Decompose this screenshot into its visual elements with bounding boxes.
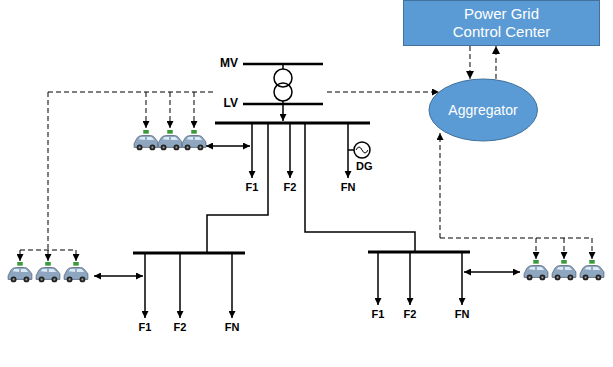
- feeder-label: FN: [455, 308, 470, 320]
- feeder-label: F1: [372, 308, 385, 320]
- node-text: Power Grid Control Center: [442, 5, 561, 41]
- feeder-label: F1: [139, 321, 152, 333]
- feeder-network: [94, 123, 520, 318]
- bus-label: MV: [220, 57, 238, 70]
- aggregator-ellipse: Aggregator: [428, 78, 538, 142]
- data-link-arrow: [495, 46, 496, 79]
- generator-label: DG: [356, 160, 373, 172]
- feeder-label: FN: [341, 181, 356, 193]
- feeder-label: F1: [246, 181, 259, 193]
- feeder-label: F2: [174, 321, 187, 333]
- ellipse-shape: [429, 79, 537, 141]
- control-center-box: Power Grid Control Center: [403, 0, 600, 46]
- feeder-label: FN: [225, 321, 240, 333]
- data-link-arrow: [469, 46, 470, 79]
- communication-links: [20, 92, 592, 261]
- feeder-label: F2: [404, 308, 417, 320]
- transformer: [243, 64, 323, 121]
- electric-vehicles: [8, 130, 604, 282]
- bus-label: LV: [224, 97, 238, 110]
- feeder-label: F2: [284, 181, 297, 193]
- node-text: Aggregator: [448, 102, 517, 119]
